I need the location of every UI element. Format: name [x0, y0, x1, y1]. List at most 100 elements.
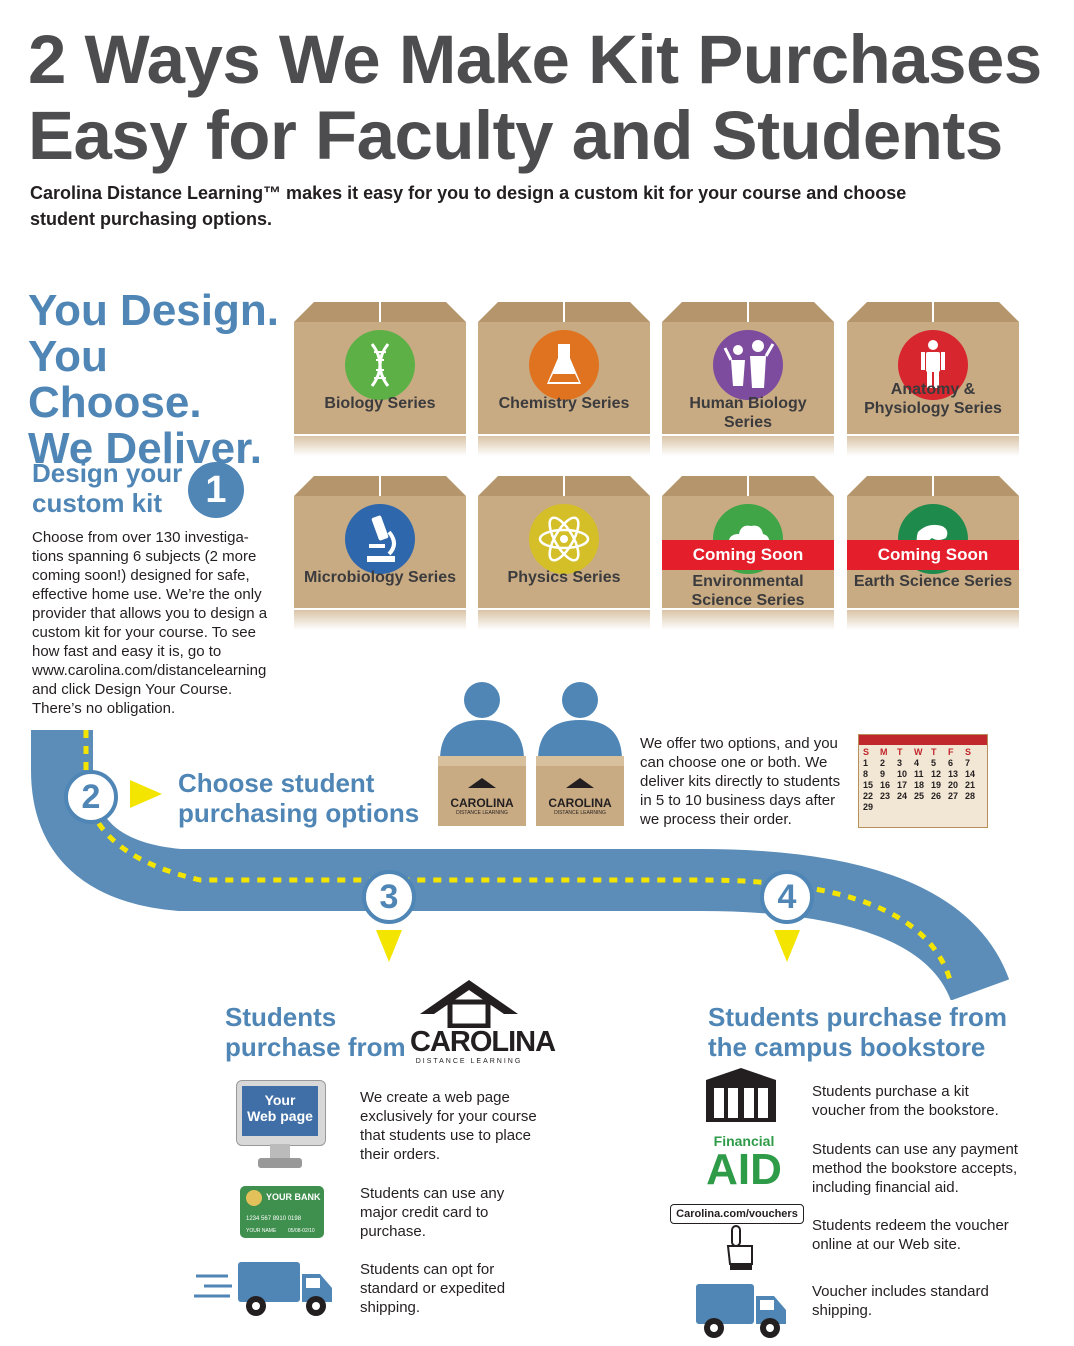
- carolina-logo: CAROLINA DISTANCE LEARNING: [410, 978, 556, 1070]
- calendar-date: 23: [880, 791, 891, 801]
- road-path: [30, 730, 1010, 1000]
- kit-box: Human Biology Series: [662, 300, 834, 456]
- calendar-date: 27: [948, 791, 959, 801]
- bookstore-icon: [706, 1068, 776, 1122]
- logo-sub: DISTANCE LEARNING: [415, 1058, 523, 1065]
- step1-number-badge: 1: [188, 462, 244, 518]
- calendar-date: 1: [863, 758, 869, 768]
- step2-heading: Choose student purchasing options: [178, 768, 438, 828]
- calendar-date: 6: [948, 758, 954, 768]
- title-line-1: 2 Ways We Make Kit Purchases: [28, 21, 1042, 98]
- step3-item-3: Students can opt for standard or expedit…: [360, 1261, 506, 1316]
- step4-item-4: Voucher includes standard shipping.: [812, 1283, 989, 1319]
- microscope-icon: [345, 504, 415, 574]
- box-brand-2: CAROLINA: [548, 796, 612, 810]
- arrow-step4: [774, 930, 800, 962]
- step3-heading: Students purchase from: [225, 1002, 415, 1062]
- calendar-date: 4: [914, 758, 920, 768]
- calendar-day-header: S: [965, 747, 972, 757]
- calendar-date: 16: [880, 780, 891, 790]
- card-number: 1234 567 8910 0198: [246, 1216, 302, 1222]
- people-icon: [713, 330, 783, 400]
- calendar-date: 18: [914, 780, 925, 790]
- calendar-date: 29: [863, 802, 874, 812]
- arrow-step3: [376, 930, 402, 962]
- step4-item-1: Students purchase a kit voucher from the…: [812, 1083, 999, 1119]
- calendar-date: 26: [931, 791, 942, 801]
- kit-box: Biology Series: [294, 300, 466, 456]
- calendar-date: 9: [880, 769, 886, 779]
- kit-label: Earth Science Series: [853, 573, 1013, 590]
- title-line-2: Easy for Faculty and Students: [28, 97, 1003, 174]
- kit-label: Environmental Science Series: [691, 573, 805, 609]
- financial-aid-line-1: Financial: [713, 1133, 775, 1149]
- kit-box: Chemistry Series: [478, 300, 650, 456]
- calendar-date: 20: [948, 780, 959, 790]
- step4-heading-line-2: the campus bookstore: [708, 1032, 986, 1062]
- calendar-date: 5: [931, 758, 937, 768]
- pointing-hand-icon: [726, 1225, 753, 1270]
- arrow-step2: [130, 780, 162, 808]
- kit-label: Biology Series: [324, 395, 436, 412]
- kit-label: Anatomy & Physiology Series: [864, 381, 1002, 417]
- flask-icon: [529, 330, 599, 400]
- step2-heading-line-2: purchasing options: [178, 798, 420, 828]
- step2-heading-line-1: Choose student: [178, 768, 375, 798]
- calendar-date: 3: [897, 758, 903, 768]
- calendar-day-header: T: [931, 747, 937, 757]
- human-figure-icon: [898, 330, 968, 400]
- box-brand-1: CAROLINA: [450, 796, 514, 810]
- kit-label: Physics Series: [507, 569, 621, 586]
- step4-heading-line-1: Students purchase from: [708, 1002, 1008, 1032]
- calendar-date: 17: [897, 780, 908, 790]
- atom-icon: [529, 504, 599, 574]
- monitor-text-line-2: Web page: [247, 1108, 313, 1124]
- calendar-date: 14: [965, 769, 976, 779]
- coming-soon-banner: Coming Soon: [847, 540, 1019, 570]
- step2-number-badge: 2: [64, 770, 118, 824]
- coming-soon-banner: Coming Soon: [662, 540, 834, 570]
- calendar-day-header: S: [863, 747, 870, 757]
- page-title: 2 Ways We Make Kit Purchases Easy for Fa…: [28, 22, 1048, 174]
- step3-item-2: Students can use any major credit card t…: [360, 1185, 505, 1240]
- kit-label: Chemistry Series: [498, 395, 630, 412]
- delivery-truck-icon: [696, 1284, 786, 1338]
- kit-label: Human Biology Series: [689, 395, 807, 431]
- step1-heading-line-1: Design your: [32, 458, 183, 488]
- kit-box: Physics Series: [478, 474, 650, 630]
- step3-number-badge: 3: [362, 870, 416, 924]
- step1-text: Choose from over 130 investiga-tions spa…: [32, 529, 268, 717]
- students-with-boxes: CAROLINA DISTANCE LEARNING CAROLINA DIST…: [438, 680, 632, 828]
- logo-text: CAROLINA: [410, 1026, 556, 1058]
- calendar-date: 15: [863, 780, 874, 790]
- speeding-truck-icon: [194, 1262, 332, 1316]
- calendar-date: 2: [880, 758, 886, 768]
- card-name: YOUR NAME: [246, 1228, 277, 1234]
- calendar-day-header: W: [914, 747, 923, 757]
- slogan-line-1: You Design.: [28, 286, 279, 335]
- step2-text: We offer two options, and you can choose…: [640, 735, 841, 828]
- box-sub-2: DISTANCE LEARNING: [554, 810, 606, 816]
- calendar-date: 7: [965, 758, 971, 768]
- calendar-date: 25: [914, 791, 925, 801]
- calendar-date: 19: [931, 780, 942, 790]
- step4-heading: Students purchase from the campus bookst…: [708, 1002, 1028, 1062]
- voucher-url-box: Carolina.com/vouchers: [670, 1204, 804, 1224]
- card-exp: 05/08-02/10: [288, 1228, 315, 1234]
- people-icon: [438, 682, 624, 826]
- credit-card-icon: YOUR BANK 1234 567 8910 0198 YOUR NAME 0…: [240, 1186, 324, 1238]
- monitor-text-line-1: Your: [264, 1092, 296, 1108]
- kit-label: Microbiology Series: [303, 569, 457, 586]
- calendar-date: 11: [914, 769, 924, 779]
- step1-heading: Design your custom kit: [32, 458, 192, 518]
- slogan-line-2: You Choose.: [28, 332, 202, 427]
- step3-heading-line-2: purchase from: [225, 1032, 406, 1062]
- calendar-date: 13: [948, 769, 959, 779]
- calendar-date: 24: [897, 791, 908, 801]
- dna-icon: [345, 330, 415, 400]
- card-bank: YOUR BANK: [266, 1192, 321, 1202]
- box-sub-1: DISTANCE LEARNING: [456, 810, 508, 816]
- monitor-icon: Your Web page: [236, 1080, 326, 1172]
